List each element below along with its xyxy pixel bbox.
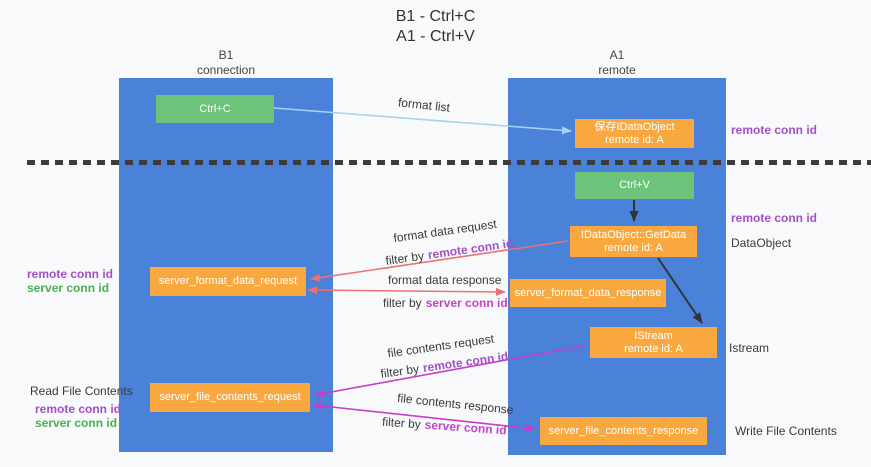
label-write-file-contents: Write File Contents <box>735 424 837 438</box>
label-left-server-conn-id: server conn id <box>27 281 110 295</box>
server-conn-id-key: server conn id <box>425 296 508 310</box>
label-format-data-response: format data response <box>388 273 502 287</box>
arrow-format-data-request <box>310 240 569 282</box>
lane-header-b1: B1 connection <box>119 48 333 78</box>
node-server-file-contents-response: server_file_contents_response <box>540 417 707 445</box>
server-format-data-request-label: server_format_data_request <box>158 275 298 287</box>
label-read-file-contents: Read File Contents <box>30 384 133 398</box>
server-format-data-response-label: server_format_data_response <box>514 286 662 299</box>
label-left-server-conn-id-2: server conn id <box>35 416 118 430</box>
lane-header-a1: A1 remote <box>508 48 726 78</box>
node-server-format-data-request: server_format_data_request <box>150 267 306 296</box>
server-file-contents-response-label: server_file_contents_response <box>548 424 699 437</box>
server-file-contents-request-label: server_file_contents_request <box>159 391 301 403</box>
dashed-divider <box>27 160 871 165</box>
node-istream: IStream remote id: A <box>590 327 717 358</box>
getdata-line1: IDataObject::GetData <box>580 228 687 241</box>
filter-by-text: filter by <box>383 296 422 310</box>
label-right-remote-conn-id-mid: remote conn id <box>731 211 818 225</box>
title-line-1: B1 - Ctrl+C <box>395 8 476 25</box>
node-ctrl-v: Ctrl+V <box>575 172 694 199</box>
arrow-format-data-response <box>307 286 506 296</box>
arrow-format-list <box>273 107 572 135</box>
arrow-getdata-to-istream <box>657 257 703 324</box>
lane-b1-role: connection <box>196 63 256 77</box>
node-idataobject-getdata: IDataObject::GetData remote id: A <box>570 226 697 257</box>
label-right-remote-conn-id-top: remote conn id <box>731 123 818 137</box>
istream-line2: remote id: A <box>624 342 683 355</box>
diagram-title: B1 - Ctrl+C A1 - Ctrl+V <box>0 7 871 47</box>
lane-b1-name: B1 <box>218 48 234 62</box>
filter-by-text: filter by <box>381 414 422 432</box>
lane-a1-name: A1 <box>609 48 625 62</box>
node-server-format-data-response: server_format_data_response <box>510 279 666 307</box>
title-line-2: A1 - Ctrl+V <box>396 28 475 45</box>
arrow-file-contents-request <box>314 344 589 398</box>
save-idataobject-line2: remote id: A <box>605 133 664 146</box>
lane-a1-role: remote <box>598 63 636 77</box>
label-istream: Istream <box>729 341 770 355</box>
arrow-file-contents-response <box>312 401 536 433</box>
label-dataobject: DataObject <box>731 236 792 250</box>
ctrl-v-label: Ctrl+V <box>619 179 650 191</box>
getdata-line2: remote id: A <box>604 241 663 254</box>
istream-line1: IStream <box>634 329 673 342</box>
label-left-remote-conn-id: remote conn id <box>27 267 114 281</box>
ctrl-c-label: Ctrl+C <box>199 102 231 115</box>
node-save-idataobject: 保存IDataObject remote id: A <box>575 119 694 148</box>
node-ctrl-c: Ctrl+C <box>156 95 274 123</box>
label-left-remote-conn-id-2: remote conn id <box>35 402 122 416</box>
node-server-file-contents-request: server_file_contents_request <box>150 383 310 412</box>
save-idataobject-line1: 保存IDataObject <box>594 120 675 133</box>
